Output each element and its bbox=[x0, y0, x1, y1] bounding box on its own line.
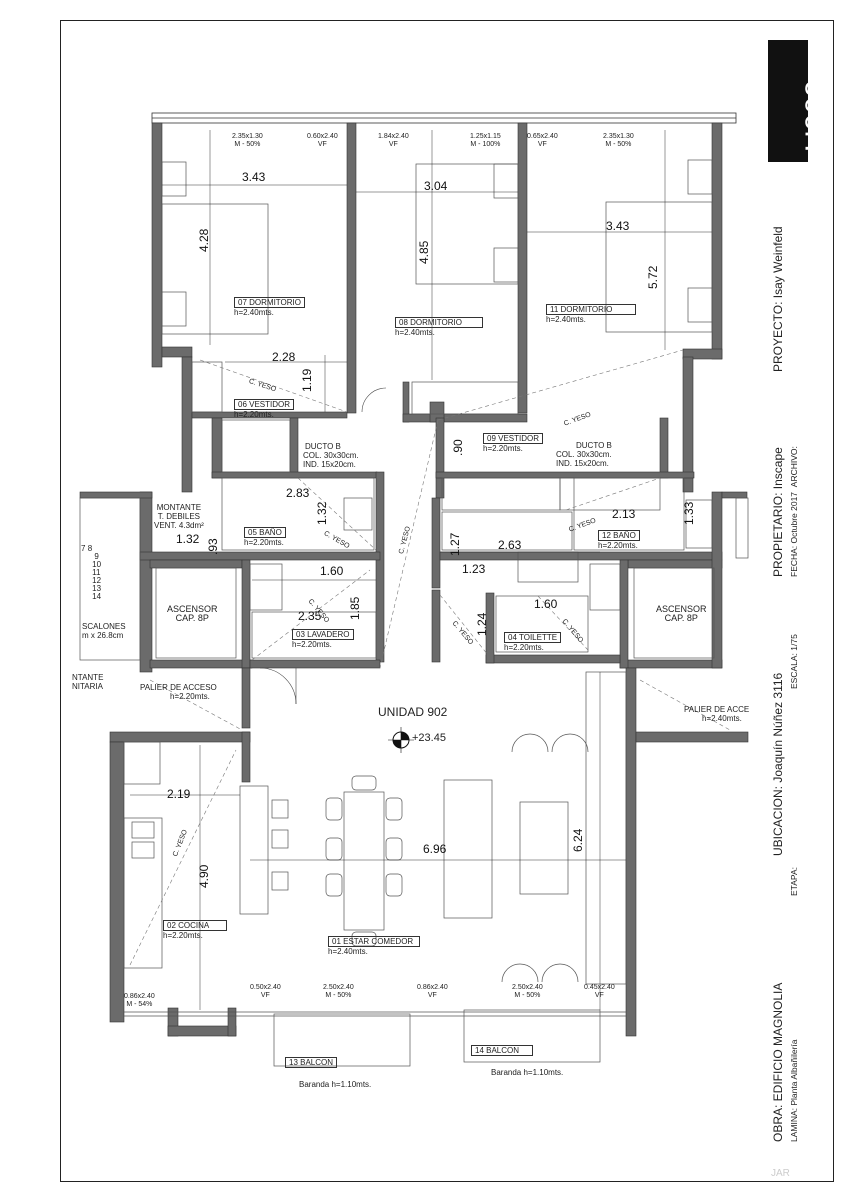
stage-line: ETAPA: bbox=[789, 867, 799, 896]
date-line: FECHA: Octubre 2017 ARCHIVO: bbox=[789, 446, 799, 577]
dim-0-90: .90 bbox=[451, 439, 465, 456]
dim-1-60-a: 1.60 bbox=[320, 564, 344, 578]
unit-badge: U902 bbox=[768, 40, 833, 162]
dim-1-32-h: 1.32 bbox=[176, 532, 200, 546]
dim-1-19: 1.19 bbox=[300, 368, 314, 392]
dim-1-85: 1.85 bbox=[348, 596, 362, 620]
dim-1-23: 1.23 bbox=[462, 562, 486, 576]
owner-line: PROPIETARIO: Inscape bbox=[771, 447, 785, 577]
furniture-circles bbox=[271, 733, 589, 983]
watermark: JAR bbox=[771, 1168, 790, 1179]
dim-1-27: 1.27 bbox=[448, 532, 462, 556]
sheet-line: LAMINA: Planta Albañilería bbox=[789, 1039, 799, 1142]
dim-6-96: 6.96 bbox=[423, 842, 447, 856]
sheet-frame bbox=[60, 20, 834, 1182]
project-line: PROYECTO: Isay Weinfeld bbox=[771, 226, 785, 372]
dim-2-83: 2.83 bbox=[286, 486, 310, 500]
dim-2-13: 2.13 bbox=[612, 507, 636, 521]
dim-1-32-v: 1.32 bbox=[315, 501, 329, 525]
doors bbox=[259, 387, 387, 705]
unit-name: UNIDAD 902 bbox=[378, 705, 448, 719]
dim-2-28: 2.28 bbox=[272, 350, 296, 364]
stair-steps: 7 8 9 10 11 12 13 14 bbox=[81, 544, 102, 601]
dim-1-33: 1.33 bbox=[682, 501, 696, 525]
thin-lines bbox=[79, 159, 749, 1067]
dim-2-19: 2.19 bbox=[167, 787, 191, 801]
walls bbox=[79, 122, 749, 1037]
dimension-lines bbox=[130, 130, 712, 1010]
dim-3-43-b: 3.43 bbox=[606, 219, 630, 233]
dim-3-04: 3.04 bbox=[424, 179, 448, 193]
level-marker bbox=[388, 727, 414, 753]
dim-5-72: 5.72 bbox=[646, 265, 660, 289]
dim-4-90: 4.90 bbox=[197, 864, 211, 888]
unit-level: +23.45 bbox=[412, 732, 446, 744]
dim-4-85: 4.85 bbox=[417, 240, 431, 264]
dim-0-93: .93 bbox=[206, 538, 220, 555]
dim-1-60-b: 1.60 bbox=[534, 597, 558, 611]
location-line: UBICACION: Joaquín Núñez 3116 bbox=[771, 672, 785, 856]
dim-6-24: 6.24 bbox=[571, 828, 585, 852]
dim-2-63: 2.63 bbox=[498, 538, 522, 552]
work-line: OBRA: EDIFICIO MAGNOLIA bbox=[771, 982, 785, 1142]
dim-4-28: 4.28 bbox=[197, 228, 211, 252]
dim-2-35: 2.35 bbox=[298, 609, 322, 623]
top-facade bbox=[151, 112, 737, 124]
ceiling-dashed bbox=[129, 349, 731, 966]
scale-line: ESCALA: 1/75 bbox=[789, 634, 799, 689]
dim-3-43-a: 3.43 bbox=[242, 170, 266, 184]
dim-1-24: 1.24 bbox=[475, 612, 489, 636]
